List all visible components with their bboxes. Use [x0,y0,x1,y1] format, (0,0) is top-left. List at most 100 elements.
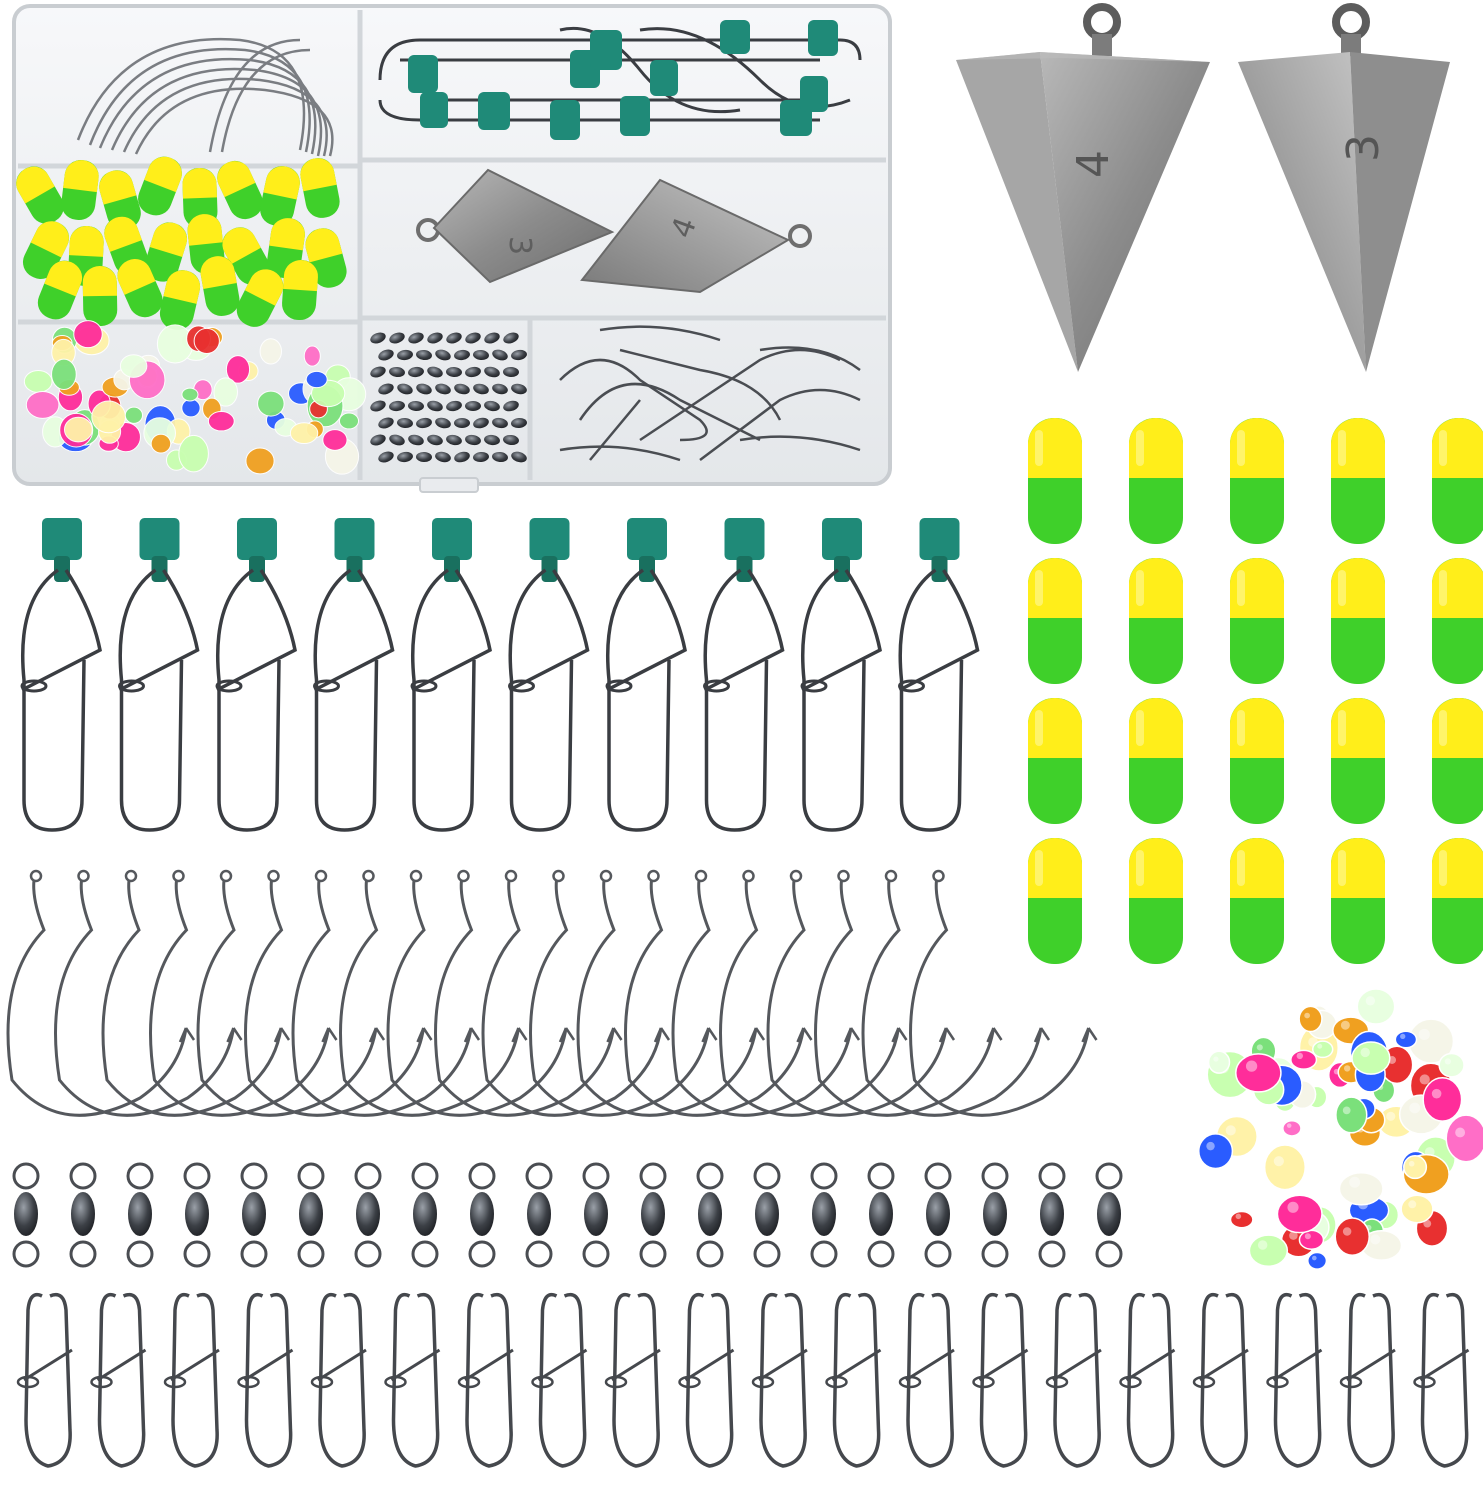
barrel-swivel [981,1162,1009,1268]
snap-clip [90,1292,147,1468]
box-float [117,258,163,318]
box-swivel [378,383,394,395]
box-swivel [370,400,386,412]
box-swivel [446,332,462,344]
barrel-swivel [1038,1162,1066,1268]
sliding-clip [118,518,200,832]
bead [1235,1053,1282,1093]
bead [1334,1217,1370,1256]
box-swivel [435,383,451,395]
bead [1298,1229,1325,1250]
float-bobber [1230,558,1284,684]
float-bobber [1331,558,1385,684]
box-float [182,167,218,229]
box-swivel [473,451,489,463]
bead [1207,1050,1231,1074]
box-swivel [446,434,462,446]
barrel-swivel [696,1162,724,1268]
box-compartment-hooks [76,37,334,157]
box-float [260,166,300,226]
box-swivel [465,434,481,446]
float-bobber [1331,418,1385,544]
snap-clip [163,1292,220,1468]
large-sinker-3-weight: 3 [1338,134,1389,162]
beads-pile [1198,988,1483,1270]
box-float [61,159,99,221]
float-bobber [1129,838,1183,964]
fishing-hook [909,869,1098,1117]
box-swivel [427,434,443,446]
bead [1422,1077,1463,1122]
box-swivel [435,451,451,463]
box-swivel [370,366,386,378]
box-swivel [408,434,424,446]
barrel-swivel [582,1162,610,1268]
snap-clip [604,1292,661,1468]
bead [1198,1133,1234,1170]
box-swivel [484,366,500,378]
barrel-swivel [867,1162,895,1268]
float-bobber [1331,838,1385,964]
bead [1403,1155,1428,1180]
snap-clip [1045,1292,1102,1468]
box-bead [289,422,319,445]
bead [1263,1144,1306,1191]
box-bead [23,369,53,394]
box-float [200,256,240,316]
box-swivel [511,349,527,361]
box-compartment-beads [23,320,367,475]
box-swivel [492,451,508,463]
box-swivel [454,349,470,361]
box-sinker-4 [580,178,791,294]
box-swivel [389,400,405,412]
box-float [99,170,141,230]
box-swivel [454,383,470,395]
box-bead [124,406,144,424]
box-swivel [427,332,443,344]
box-swivel [465,401,481,411]
box-swivel [454,451,470,463]
box-swivel [454,418,470,428]
box-swivel [408,366,424,378]
sliding-clip [800,518,882,832]
box-swivel [503,434,519,446]
box-bead [338,412,360,430]
snap-clip [384,1292,441,1468]
fishing-hook [861,869,1051,1117]
snap-clip [678,1292,735,1468]
box-float [159,270,201,330]
floats-grid [1028,418,1483,964]
box-bead [303,345,321,367]
barrel-swivel [810,1162,838,1268]
box-compartment-sinkers: 3 4 [416,168,812,294]
box-bead [73,320,103,349]
barrel-swivel [468,1162,496,1268]
snap-clip [1192,1292,1249,1468]
snaps-row [16,1292,1470,1468]
box-swivel [484,434,500,446]
barrel-swivel [525,1162,553,1268]
snap-clip [310,1292,367,1468]
box-swivel [435,417,451,429]
large-sinkers: 4 3 [956,3,1450,372]
box-sinker-3 [432,168,615,284]
box-bead [25,390,60,419]
box-swivel [370,332,386,344]
bead [1276,1194,1323,1234]
box-swivel [473,417,489,429]
barrel-swivel [411,1162,439,1268]
box-swivel [397,417,413,429]
box-swivel [389,332,405,344]
box-swivel [484,332,500,344]
float-bobber [1028,698,1082,824]
box-swivel [427,366,443,378]
sliding-clip [898,518,980,832]
hooks-row [6,869,1098,1117]
box-swivel [492,417,508,429]
box-swivel [416,349,432,361]
box-swivel [465,366,481,378]
sliding-clip [20,518,102,832]
sliding-clips [20,518,980,832]
box-float [138,156,182,216]
